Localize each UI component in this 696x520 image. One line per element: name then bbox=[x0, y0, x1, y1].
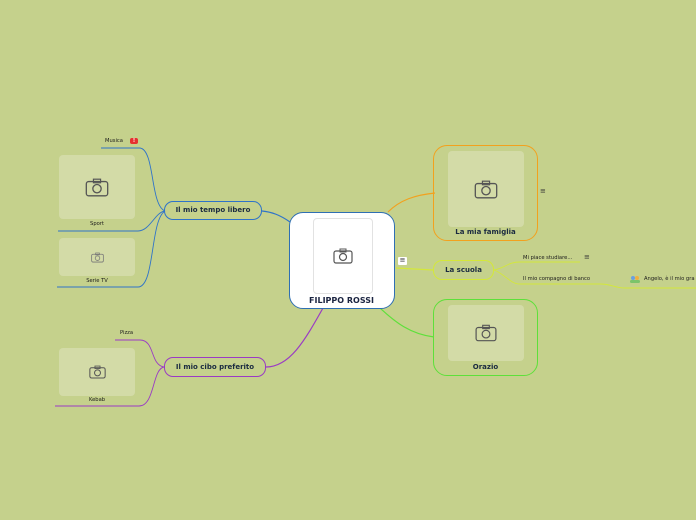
connector-musica bbox=[101, 147, 166, 212]
sport-photo[interactable] bbox=[59, 155, 135, 219]
connector-kebab bbox=[55, 366, 165, 407]
connector-compagno bbox=[493, 269, 696, 289]
famiglia-note-icon[interactable]: ≡ bbox=[540, 187, 546, 195]
connector-pizza bbox=[115, 339, 165, 368]
central-node[interactable]: FILIPPO ROSSI bbox=[289, 212, 395, 309]
topic-scuola-label: La scuola bbox=[445, 266, 482, 274]
famiglia-photo bbox=[448, 151, 524, 227]
connector-cibo bbox=[265, 307, 324, 368]
compagno-detail-text: Angelo, è il mio gra bbox=[644, 276, 695, 282]
topic-tempo-libero[interactable]: Il mio tempo libero bbox=[164, 201, 262, 220]
camera-icon bbox=[333, 248, 353, 264]
connector-sport bbox=[58, 210, 166, 232]
leaf-kebab-label: Kebab bbox=[88, 397, 106, 403]
connector-tempo-libero bbox=[261, 210, 291, 223]
leaf-musica-label[interactable]: Musica bbox=[105, 138, 123, 144]
leaf-serie-tv-label: Serie TV bbox=[86, 278, 108, 284]
topic-famiglia-label: La mia famiglia bbox=[455, 228, 516, 236]
connector-famiglia bbox=[387, 192, 436, 213]
topic-scuola[interactable]: La scuola bbox=[433, 260, 494, 280]
connector-serie-tv bbox=[57, 210, 166, 288]
topic-cibo-label: Il mio cibo preferito bbox=[175, 363, 255, 371]
alert-badge-icon: ! bbox=[130, 138, 138, 144]
orazio-photo bbox=[448, 305, 524, 361]
camera-icon bbox=[474, 180, 498, 198]
people-icon bbox=[630, 276, 640, 283]
kebab-photo[interactable] bbox=[59, 348, 135, 396]
central-title: FILIPPO ROSSI bbox=[309, 296, 374, 305]
central-photo-frame bbox=[313, 218, 373, 294]
leaf-compagno-label[interactable]: Il mio compagno di banco bbox=[523, 276, 591, 282]
camera-icon bbox=[475, 324, 497, 342]
topic-cibo[interactable]: Il mio cibo preferito bbox=[164, 357, 266, 377]
topic-orazio[interactable]: Orazio bbox=[433, 299, 538, 376]
leaf-studiare-label[interactable]: Mi piace studiare... bbox=[523, 255, 573, 261]
camera-icon bbox=[90, 252, 104, 262]
serie-tv-photo[interactable] bbox=[59, 238, 135, 276]
leaf-pizza-label[interactable]: Pizza bbox=[120, 330, 134, 336]
camera-icon bbox=[85, 178, 109, 196]
topic-tempo-libero-label: Il mio tempo libero bbox=[175, 206, 251, 214]
topic-orazio-label: Orazio bbox=[472, 363, 499, 371]
connector-scuola bbox=[395, 267, 434, 271]
connector-orazio bbox=[379, 307, 435, 338]
connector-studiare bbox=[493, 261, 580, 271]
camera-icon bbox=[88, 365, 106, 379]
central-note-icon[interactable]: ≡ bbox=[398, 256, 407, 265]
leaf-sport-label: Sport bbox=[90, 221, 104, 227]
topic-famiglia[interactable]: La mia famiglia bbox=[433, 145, 538, 241]
studiare-note-icon[interactable]: ≡ bbox=[584, 253, 590, 261]
